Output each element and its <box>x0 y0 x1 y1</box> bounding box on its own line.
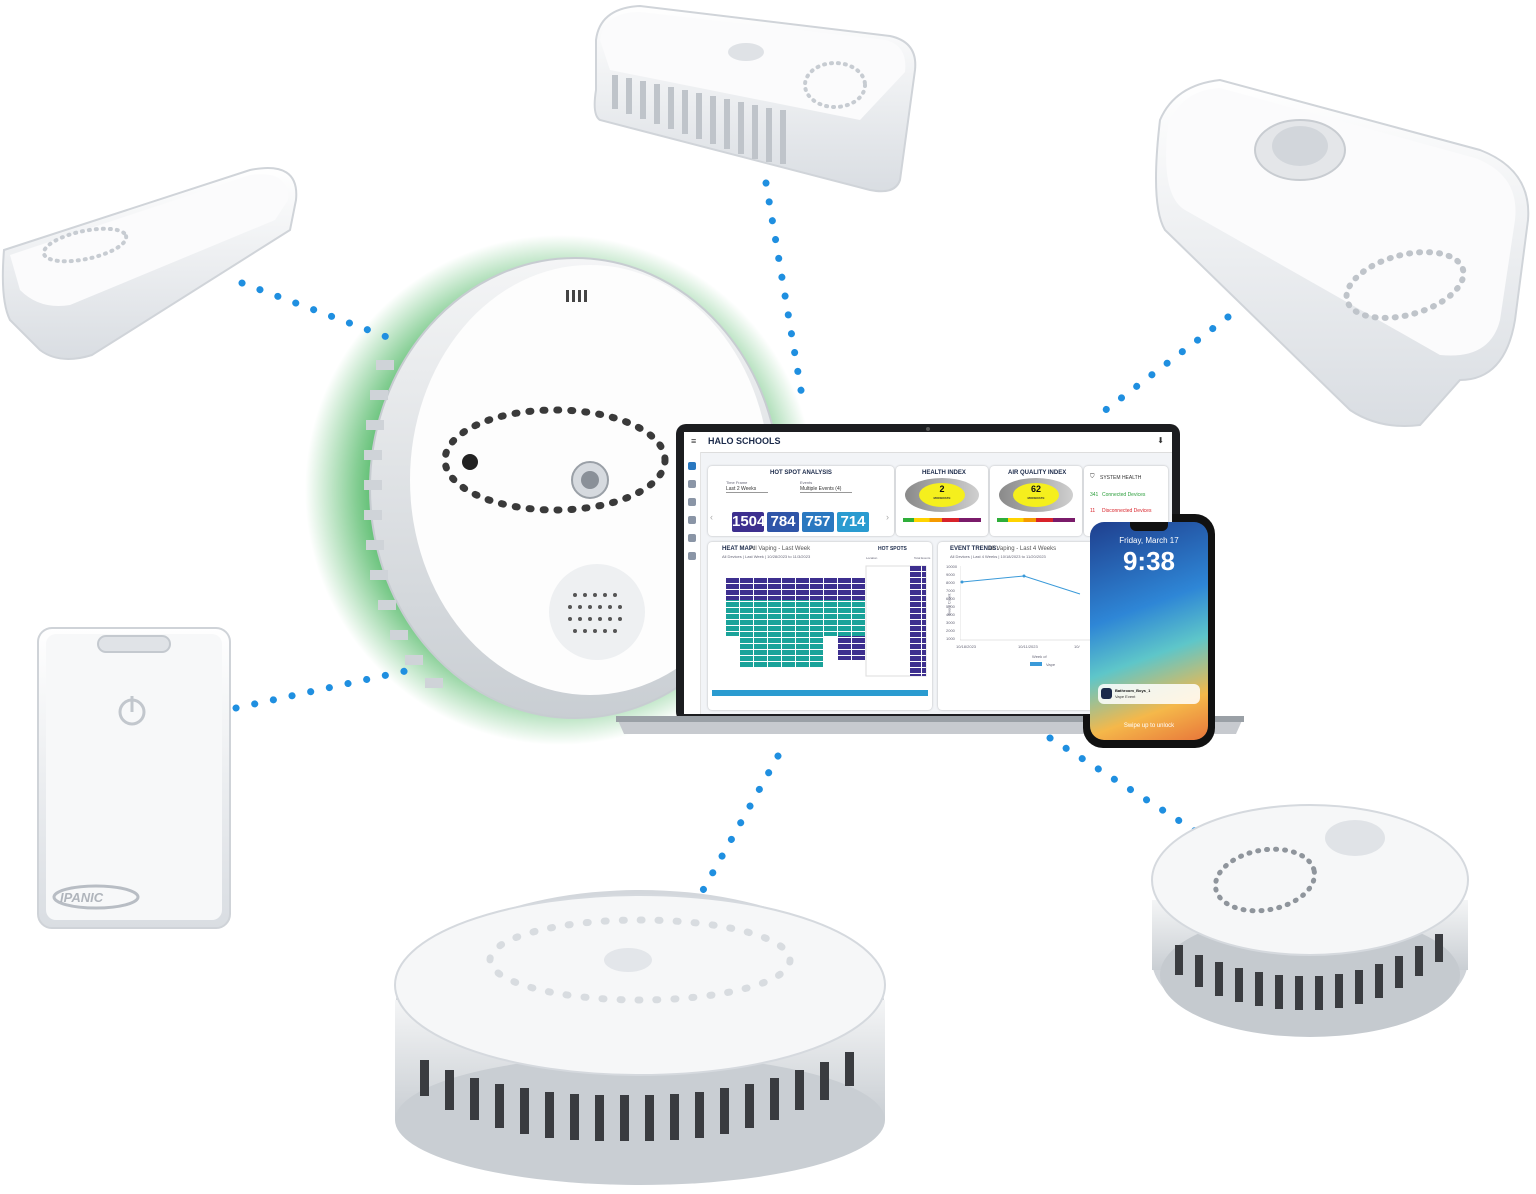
hot-spot-title: HOT SPOT ANALYSIS <box>770 470 832 476</box>
y-tick: 7000 <box>946 588 955 593</box>
y-tick: 1000 <box>946 636 955 641</box>
time-frame-select[interactable]: Last 2 Weeks <box>726 486 768 493</box>
hot-spots-total-header: Total Events <box>914 556 931 560</box>
legend-swatch <box>1030 662 1042 666</box>
nav-dashboard-icon[interactable] <box>688 462 696 470</box>
dashboard-sidebar <box>684 452 701 714</box>
nav-chart-icon[interactable] <box>688 498 696 506</box>
air-quality-value: 62 <box>1030 484 1041 494</box>
nav-map-icon[interactable] <box>688 480 696 488</box>
phone-time: 9:38 <box>1122 546 1176 576</box>
phone-unlock-text[interactable]: Swipe up to unlock <box>1123 723 1175 729</box>
y-tick: 4000 <box>946 612 955 617</box>
most-events-label: MOST EVENTS <box>904 698 926 702</box>
dashboard-header: ≡ HALO SCHOOLS ⬇ <box>684 432 1172 453</box>
events-select[interactable]: Multiple Events (4) <box>800 486 852 493</box>
heat-map-grid <box>712 565 928 696</box>
prev-arrow-icon[interactable]: ‹ <box>710 512 713 522</box>
least-events-label: LEAST EVENTS <box>714 698 737 702</box>
heat-map-filter[interactable]: All Vaping - Last Week <box>750 546 811 552</box>
health-index-card: HEALTH INDEX 2 MODERATE <box>896 466 988 536</box>
y-tick: 8000 <box>946 580 955 585</box>
sensor-bottom-right <box>1151 804 1469 1037</box>
hot-spot-count[interactable]: 757 <box>802 512 834 532</box>
nav-cloud-icon[interactable] <box>688 552 696 560</box>
hot-spot-card: HOT SPOT ANALYSIS Time Frame Last 2 Week… <box>708 466 894 536</box>
phone-notification[interactable]: Bathroom_Boys_1 Vape Event <box>1098 684 1200 704</box>
event-trends-title: EVENT TRENDS: <box>950 546 999 552</box>
app-icon <box>1101 688 1112 699</box>
nav-report-icon[interactable] <box>688 516 696 524</box>
phone-date: Friday, March 17 <box>1119 536 1179 545</box>
health-gauge: 2 MODERATE <box>905 478 979 512</box>
phone-notch <box>1130 522 1168 531</box>
y-tick: 9000 <box>946 572 955 577</box>
health-scale-bar <box>903 518 981 522</box>
hot-spot-count[interactable]: 784 <box>767 512 799 532</box>
shield-icon: ⛉ <box>1090 474 1095 480</box>
notification-title: Bathroom_Boys_1 <box>1115 688 1151 693</box>
heat-map-card: HEAT MAP: All Vaping - Last Week All Dev… <box>708 542 932 710</box>
y-tick: 5000 <box>946 604 955 609</box>
menu-icon[interactable]: ≡ <box>691 436 697 446</box>
y-tick: 3000 <box>946 620 955 625</box>
connected-label[interactable]: Connected Devices <box>1102 492 1146 498</box>
app-title: HALO SCHOOLS <box>708 436 781 446</box>
health-index-label: MODERATE <box>933 496 951 500</box>
heat-map-subtitle: All Devices | Last Week | 10/28/2023 to … <box>722 554 811 559</box>
y-tick: 10000 <box>946 564 958 569</box>
air-quality-card: AIR QUALITY INDEX 62 MODERATE <box>990 466 1082 536</box>
panic-button-device <box>37 627 231 929</box>
disconnected-count: 11 <box>1090 508 1096 514</box>
air-quality-scale-bar <box>997 518 1075 522</box>
hot-spots-location-header: Location <box>866 556 878 560</box>
next-arrow-icon[interactable]: › <box>886 512 889 522</box>
health-index-title: HEALTH INDEX <box>922 470 966 476</box>
y-tick: 2000 <box>946 628 955 633</box>
sensor-bottom-center <box>394 890 886 1185</box>
sensor-top-left <box>1 167 298 360</box>
nav-settings-icon[interactable] <box>688 534 696 542</box>
panic-brand-label: IPANIC <box>60 890 104 905</box>
hot-spots-title: HOT SPOTS <box>878 546 907 552</box>
time-frame-label: Time Frame <box>726 480 748 485</box>
download-icon[interactable]: ⬇ <box>1157 436 1164 445</box>
connector-lines <box>232 179 1232 896</box>
legend-label: Vape <box>1046 662 1056 667</box>
air-quality-title: AIR QUALITY INDEX <box>1008 470 1067 476</box>
y-axis-label: Event Count <box>946 593 952 616</box>
event-trends-filter[interactable]: All Vaping - Last 4 Weeks <box>988 546 1057 552</box>
hot-spot-count[interactable]: 1504 <box>732 512 766 532</box>
events-label: Events <box>800 480 813 485</box>
air-quality-gauge: 62 MODERATE <box>999 478 1073 512</box>
event-trends-chart <box>960 566 1100 641</box>
y-tick: 6000 <box>946 596 955 601</box>
health-index-value: 2 <box>939 484 945 494</box>
air-quality-label: MODERATE <box>1027 496 1045 500</box>
x-tick: 10/11/2023 <box>1018 644 1038 649</box>
x-axis-label: Week of <box>1032 654 1047 659</box>
sensor-top-center <box>593 4 917 193</box>
connected-count: 341 <box>1090 492 1099 498</box>
event-trends-subtitle: All Devices | Last 4 Weeks | 10/18/2023 … <box>950 554 1046 559</box>
hot-spot-count[interactable]: 714 <box>837 512 869 532</box>
heat-map-title: HEAT MAP: <box>722 546 755 552</box>
sensor-top-right-motion <box>1155 78 1530 427</box>
phone-lock-screen: Friday, March 17 9:38 Bathroom_Boys_1 Va… <box>1090 522 1208 740</box>
system-health-title: SYSTEM HEALTH <box>1100 475 1142 481</box>
x-tick: 10/ <box>1074 644 1080 649</box>
notification-body: Vape Event <box>1115 694 1136 699</box>
x-tick: 10/18/2023 <box>956 644 977 649</box>
disconnected-label[interactable]: Disconnected Devices <box>1102 508 1152 514</box>
